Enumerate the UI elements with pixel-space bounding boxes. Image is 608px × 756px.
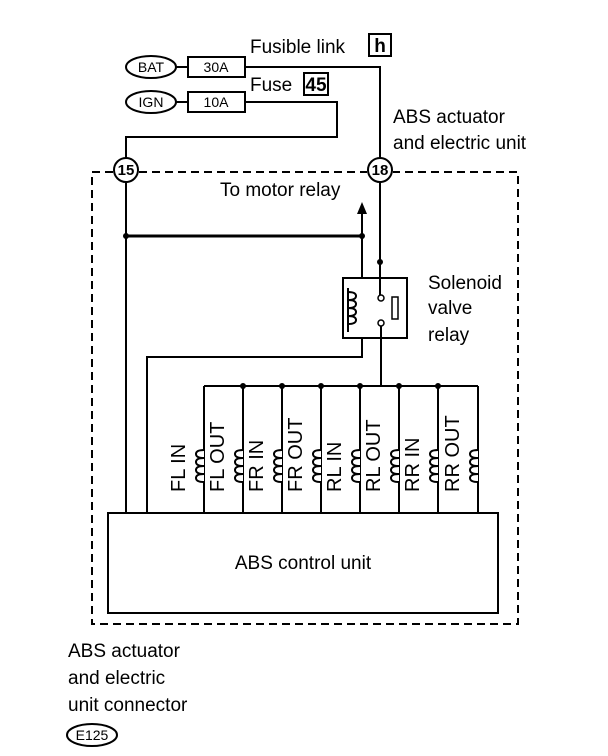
solenoid-coil-icon	[350, 449, 361, 483]
connector-line3: unit connector	[68, 695, 188, 716]
solenoid-label: FR IN	[246, 440, 268, 492]
solenoid-coil-icon	[428, 449, 439, 483]
bat-fuse-rating: 30A	[204, 59, 230, 75]
relay-coil-icon	[347, 288, 358, 332]
bus-junction	[435, 383, 441, 389]
fuse-id-box	[303, 72, 329, 96]
bat-label: BAT	[138, 59, 165, 75]
solenoid-coil-icon	[233, 449, 244, 483]
solenoid-coil-icon	[311, 449, 322, 483]
solenoid-coil-icon	[194, 449, 205, 483]
solenoid-label: FR OUT	[285, 418, 307, 492]
solenoid-valve-relay	[342, 277, 408, 339]
bus-junction	[357, 383, 363, 389]
connector-line2: and electric	[68, 668, 165, 689]
relay-label-line3: relay	[428, 325, 470, 346]
solenoid-valves: FL IN FL OUT FR IN FR OUT RL IN RL OUT RR IN RR…	[168, 383, 479, 513]
connector-id-badge	[66, 723, 118, 747]
ign-fuse-rating: 10A	[204, 94, 230, 110]
motor-relay-arrow	[357, 202, 367, 214]
solenoid-label: RL OUT	[363, 419, 385, 492]
fusible-link-id: h	[374, 36, 386, 57]
relay-contact-icon	[391, 296, 399, 320]
control-unit-label: ABS control unit	[235, 553, 372, 574]
solenoid-label: RR IN	[402, 438, 424, 492]
fuse-label: Fuse	[250, 75, 292, 96]
fusible-link-label: Fusible link	[250, 37, 346, 58]
bus-junction	[396, 383, 402, 389]
relay-label-line2: valve	[428, 298, 472, 319]
unit-boundary	[91, 171, 519, 625]
pin-15-label: 15	[118, 162, 135, 179]
solenoid-label: FL IN	[168, 444, 190, 492]
connector-id: E125	[76, 727, 109, 743]
pin-18-label: 18	[372, 162, 389, 179]
fuse-id: 45	[305, 75, 327, 96]
unit-name-line1: ABS actuator	[393, 107, 506, 128]
unit-name-line2: and electric unit	[393, 133, 527, 154]
bus-junction	[240, 383, 246, 389]
fusible-link-id-box	[368, 33, 392, 57]
ign-label: IGN	[139, 94, 164, 110]
solenoid-label: RL IN	[324, 442, 346, 492]
abs-control-unit	[107, 512, 499, 614]
solenoid-label: FL OUT	[207, 422, 229, 492]
motor-relay-label: To motor relay	[220, 180, 341, 201]
solenoid-coil-icon	[389, 449, 400, 483]
relay-label-line1: Solenoid	[428, 273, 502, 294]
bus-junction	[279, 383, 285, 389]
solenoid-label: RR OUT	[442, 415, 464, 492]
solenoid-coil-icon	[272, 449, 283, 483]
connector-line1: ABS actuator	[68, 641, 181, 662]
solenoid-coil-icon	[468, 449, 479, 483]
bus-junction	[318, 383, 324, 389]
